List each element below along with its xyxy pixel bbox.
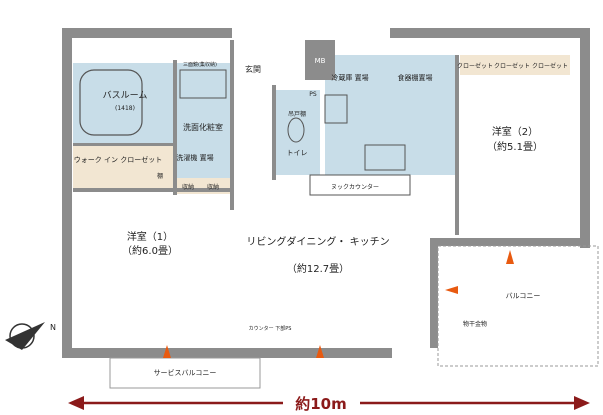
ventilation-markers <box>163 250 514 358</box>
bath-size: (1418) <box>115 105 135 112</box>
entrance-label: 玄関 <box>245 64 261 74</box>
nook-counter-label: ヌックカウンター <box>331 183 379 191</box>
closet-area <box>460 55 570 75</box>
dimension-label: 約10m <box>295 395 347 413</box>
north-label: N <box>50 323 56 332</box>
service-balcony-outline <box>109 357 261 389</box>
mirror-label: 三面鏡(集収納) <box>183 61 217 68</box>
walkin-label: ウォーク イン クローゼット <box>74 155 162 164</box>
counter-ps-label: カウンター 下部PS <box>249 325 292 332</box>
kitchen-area <box>325 55 455 175</box>
western2-label: 洋室（2） <box>492 125 538 138</box>
toilet-label: トイレ <box>287 149 308 157</box>
closet2-label: クローゼット <box>494 62 530 70</box>
drying-label: 物干金物 <box>463 320 487 328</box>
dish-label: 食器棚置場 <box>398 73 433 82</box>
ps-label: PS <box>309 91 317 98</box>
dimension-arrow: 約10m <box>68 395 590 413</box>
balcony-label: バルコニー <box>506 292 541 300</box>
bathtub <box>79 69 143 136</box>
service-balcony-label: サービスバルコニー <box>154 368 217 377</box>
washroom-label: 洗面化粧室 <box>183 122 223 132</box>
closet1-label: クローゼット <box>457 62 493 70</box>
closet3-label: クローゼット <box>532 62 568 70</box>
storage-b-label: 収納 <box>207 183 219 191</box>
walls <box>62 28 590 358</box>
stove <box>324 94 348 124</box>
ldk-label: リビングダイニング・ キッチン <box>246 235 389 248</box>
ldk-size: （約12.7畳） <box>287 262 349 275</box>
western1-size: （約6.0畳） <box>122 244 178 257</box>
mb-label: MB <box>315 57 326 65</box>
toilet-area <box>275 90 320 175</box>
toilet-bowl <box>287 117 305 143</box>
room-labels: バスルーム (1418) 三面鏡(集収納) 洗面化粧室 洗濯機 置場 玄関 MB… <box>74 57 568 377</box>
hanging-shelf-label: 吊戸棚 <box>288 110 306 118</box>
shelf-label: 棚 <box>157 172 163 180</box>
walkin-area <box>73 143 173 188</box>
storage-a-label: 収納 <box>182 183 194 191</box>
bathroom-area <box>73 63 173 143</box>
nook-counter <box>309 174 411 196</box>
washbasin <box>179 69 227 99</box>
laundry-label: 洗濯機 置場 <box>176 153 213 162</box>
sink <box>364 144 406 171</box>
western2-size: （約5.1畳） <box>487 140 543 153</box>
washroom-area <box>175 63 231 178</box>
bath-label: バスルーム <box>103 90 148 101</box>
fridge-label: 冷蔵庫 置場 <box>331 73 368 82</box>
western1-label: 洋室（1） <box>127 230 173 243</box>
balcony-outline <box>437 245 599 367</box>
compass-icon: N <box>5 322 56 350</box>
